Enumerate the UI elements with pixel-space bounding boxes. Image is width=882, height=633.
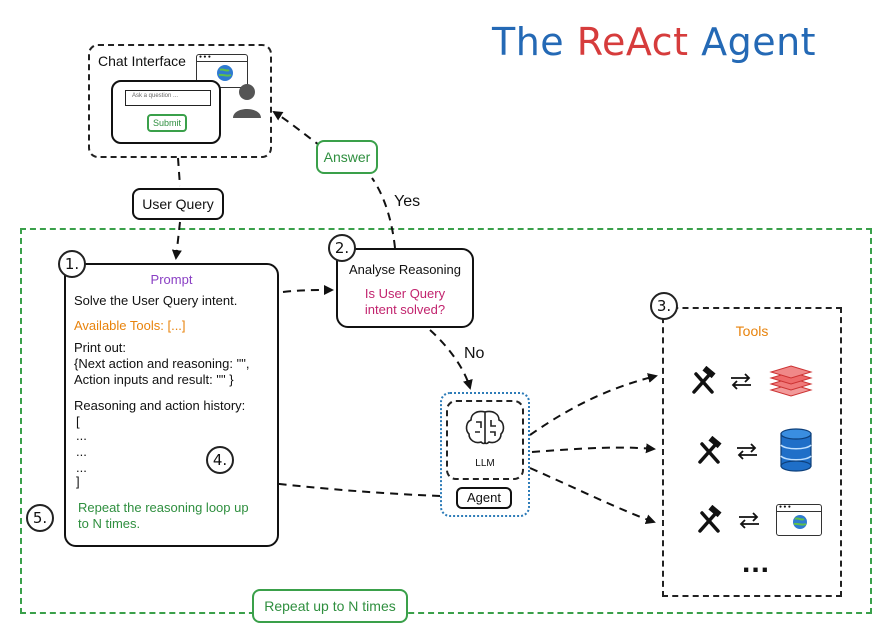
step-3-marker: 3. xyxy=(650,292,678,320)
arrow-chat-to-query xyxy=(177,157,181,187)
tools-title: Tools xyxy=(735,323,769,339)
diagram-title: The ReAct Agent xyxy=(492,20,816,64)
step-2-marker: 2. xyxy=(328,234,356,262)
analyse-reasoning-box xyxy=(336,248,474,328)
arrow-agent-to-tool3 xyxy=(529,467,656,525)
tools-hammer-wrench-icon xyxy=(698,436,722,464)
chat-interface-panel xyxy=(88,44,272,158)
prompt-history: Reasoning and action history: xyxy=(74,398,246,413)
analyse-question-line1: Is User Query xyxy=(364,286,446,301)
arrow-agent-to-tool2 xyxy=(531,443,656,454)
title-word-the: The xyxy=(492,20,565,64)
prompt-action-inputs: Action inputs and result: "" } xyxy=(74,372,234,387)
prompt-history-open: [ xyxy=(76,414,80,429)
exchange-arrows-icon xyxy=(739,512,759,529)
step-4-marker: 4. xyxy=(206,446,234,474)
stacked-layers-icon xyxy=(769,365,813,397)
answer-label: Answer xyxy=(316,140,378,174)
user-avatar-icon xyxy=(233,84,261,118)
chat-question-input[interactable]: Ask a question ... xyxy=(125,90,211,106)
step-1-marker: 1. xyxy=(58,250,86,278)
prompt-history-ellipsis: ... xyxy=(76,444,87,459)
yes-label: Yes xyxy=(394,193,421,210)
prompt-available-tools: Available Tools: [...] xyxy=(74,318,186,333)
llm-label: LLM xyxy=(475,458,495,469)
prompt-history-ellipsis: ... xyxy=(76,460,87,475)
chat-question-placeholder: Ask a question ... xyxy=(132,93,179,99)
prompt-title: Prompt xyxy=(150,272,193,287)
repeat-loop-label: Repeat up to N times xyxy=(252,589,408,623)
arrow-answer-to-chat xyxy=(272,110,323,148)
brain-icon xyxy=(465,410,505,445)
arrow-analyse-to-agent xyxy=(429,329,473,390)
step-5-marker: 5. xyxy=(26,504,54,532)
arrow-query-to-prompt xyxy=(171,221,182,260)
analyse-reasoning-title: Analyse Reasoning xyxy=(348,262,462,277)
chat-submit-button[interactable]: Submit xyxy=(147,114,187,132)
prompt-next-action: {Next action and reasoning: "", xyxy=(74,356,250,371)
prompt-history-ellipsis: ... xyxy=(76,428,87,443)
prompt-repeat-loop: Repeat the reasoning loop up xyxy=(78,500,249,515)
tools-hammer-wrench-icon xyxy=(698,505,722,533)
more-tools-ellipsis: ... xyxy=(742,546,771,579)
chat-interface-label: Chat Interface xyxy=(98,53,186,69)
tools-hammer-wrench-icon xyxy=(692,366,716,394)
arrow-analyse-to-answer xyxy=(371,177,396,249)
web-browser-icon: ● ● ● xyxy=(776,504,822,536)
tools-panel xyxy=(662,307,842,597)
prompt-history-close: ] xyxy=(76,474,80,489)
user-query-label: User Query xyxy=(132,188,224,220)
agent-label: Agent xyxy=(456,487,512,509)
agent-container xyxy=(440,392,530,517)
title-word-react: ReAct xyxy=(576,20,689,64)
prompt-instruction: Solve the User Query intent. xyxy=(74,293,238,308)
title-word-agent: Agent xyxy=(701,20,817,64)
agent-loop-region xyxy=(20,228,872,614)
analyse-question-line2: intent solved? xyxy=(364,302,446,317)
exchange-arrows-icon xyxy=(731,373,751,390)
arrow-agent-to-tool1 xyxy=(529,373,658,436)
database-icon xyxy=(780,428,812,472)
exchange-arrows-icon xyxy=(737,443,757,460)
no-label: No xyxy=(464,345,485,362)
prompt-repeat-loop-cont: to N times. xyxy=(78,516,141,531)
arrow-prompt-to-analyse xyxy=(282,285,334,296)
prompt-box xyxy=(64,263,279,547)
prompt-print-out: Print out: xyxy=(74,340,127,355)
